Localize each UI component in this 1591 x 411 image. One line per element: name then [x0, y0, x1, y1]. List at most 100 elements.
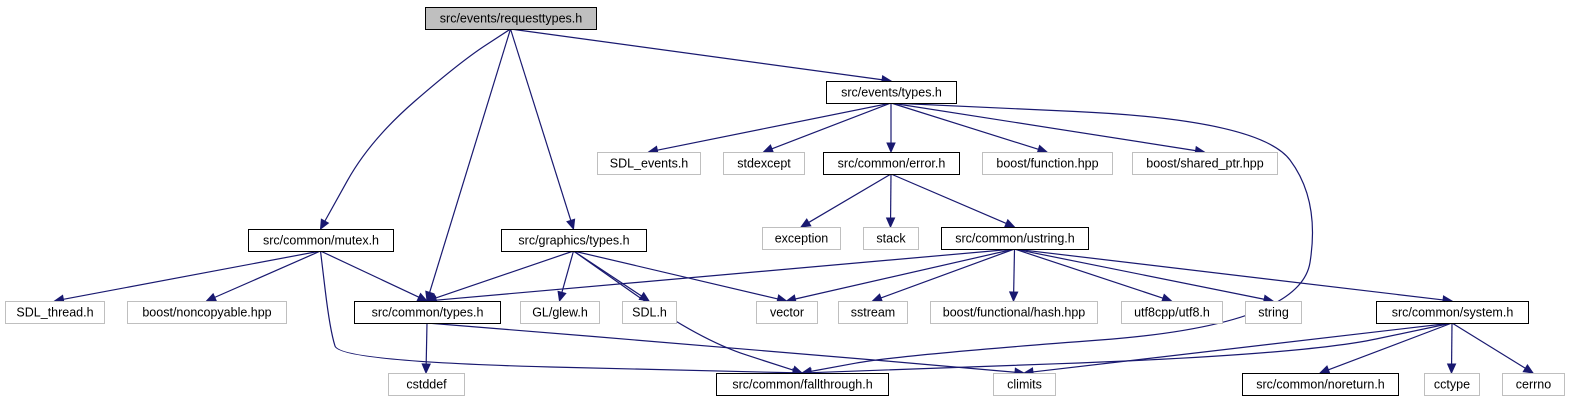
node-box [622, 301, 677, 324]
edge-requesttypes-to-mutex [319, 28, 511, 231]
edge-line [1013, 248, 1016, 293]
edge-line [573, 250, 778, 300]
edge-line [1014, 248, 1444, 301]
node-sdl: SDL.h [622, 301, 677, 324]
node-box [1376, 301, 1529, 324]
node-box [716, 373, 889, 396]
node-glew: GL/glew.h [520, 301, 600, 324]
node-box [1132, 152, 1278, 175]
edge-line [1032, 322, 1453, 373]
arrowhead-icon [319, 218, 330, 231]
edge-line [890, 102, 1039, 150]
edge-ustring-to-common_types [425, 248, 1015, 305]
node-label: src/graphics/types.h [518, 234, 629, 248]
node-label: vector [770, 306, 804, 320]
arrowhead-icon [1008, 291, 1019, 303]
node-box [1242, 373, 1399, 396]
arrowhead-icon [886, 142, 896, 154]
edge-line [426, 322, 1016, 373]
arrowhead-icon [762, 144, 775, 154]
node-string: string [1245, 301, 1302, 324]
node-label: src/common/ustring.h [955, 232, 1075, 246]
node-common_types[interactable]: src/common/types.h [354, 301, 501, 324]
arrowhead-icon [425, 290, 435, 303]
node-sstream: sstream [838, 301, 908, 324]
arrowhead-icon [557, 290, 567, 303]
edge-line [429, 28, 512, 293]
node-box [723, 152, 805, 175]
node-box [982, 152, 1113, 175]
edge-ustring-to-utf8 [1014, 248, 1173, 303]
edge-line [509, 28, 572, 221]
edge-line [214, 250, 321, 298]
edge-line [324, 28, 511, 222]
edge-line [810, 102, 1314, 372]
edge-ustring-to-system [1014, 248, 1454, 305]
node-label: SDL_events.h [610, 157, 689, 171]
node-box [520, 301, 600, 324]
node-box [425, 7, 597, 30]
node-mutex[interactable]: src/common/mutex.h [248, 229, 394, 252]
node-box [354, 301, 501, 324]
edge-ustring-to-boost_hash [1008, 248, 1019, 303]
node-box [823, 152, 960, 175]
edge-line [880, 248, 1015, 299]
node-ustring[interactable]: src/common/ustring.h [941, 227, 1089, 250]
node-utf8: utf8cpp/utf8.h [1121, 301, 1223, 324]
node-exception: exception [762, 227, 841, 250]
node-sdl_thread: SDL_thread.h [5, 301, 105, 324]
node-box [756, 301, 818, 324]
node-label: src/common/types.h [372, 306, 484, 320]
edge-line [1451, 322, 1526, 369]
node-box [1121, 301, 1223, 324]
node-boost_function: boost/function.hpp [982, 152, 1113, 175]
edge-ustring-to-sstream [871, 248, 1015, 303]
node-label: exception [775, 232, 829, 246]
node-box [838, 301, 908, 324]
edge-line [808, 173, 892, 223]
node-label: climits [1007, 378, 1042, 392]
node-box [127, 301, 287, 324]
edge-events_types-to-boost_function [890, 102, 1049, 154]
node-stdexcept: stdexcept [723, 152, 805, 175]
edges-layer [53, 28, 1535, 378]
node-system[interactable]: src/common/system.h [1376, 301, 1529, 324]
node-noreturn[interactable]: src/common/noreturn.h [1242, 373, 1399, 396]
node-events_types[interactable]: src/events/types.h [826, 81, 957, 104]
edge-common_types-to-cstddef [421, 322, 431, 375]
node-box [248, 229, 394, 252]
node-label: cerrno [1516, 378, 1551, 392]
node-label: src/common/noreturn.h [1256, 378, 1385, 392]
edge-system-to-climits [1022, 322, 1453, 377]
node-requesttypes[interactable]: src/events/requesttypes.h [425, 7, 597, 30]
edge-requesttypes-to-events_types [510, 28, 893, 85]
node-error[interactable]: src/common/error.h [823, 152, 960, 175]
node-label: cctype [1434, 378, 1470, 392]
node-fallthrough[interactable]: src/common/fallthrough.h [716, 373, 889, 396]
node-label: src/common/error.h [838, 157, 946, 171]
edge-error-to-exception [799, 173, 892, 228]
node-climits: climits [993, 373, 1056, 396]
node-label: sstream [851, 306, 895, 320]
edge-graphics_types-to-vector [573, 250, 788, 304]
node-vector: vector [756, 301, 818, 324]
edge-ustring-to-vector [785, 248, 1015, 304]
edge-line [425, 322, 428, 365]
node-graphics_types[interactable]: src/graphics/types.h [501, 229, 647, 252]
arrowhead-icon [1522, 363, 1535, 374]
node-label: boost/functional/hash.hpp [943, 306, 1086, 320]
arrowhead-icon [421, 363, 431, 375]
edge-line [795, 248, 1015, 300]
arrowhead-icon [1160, 293, 1173, 303]
node-label: SDL_thread.h [16, 306, 93, 320]
node-label: src/common/fallthrough.h [732, 378, 872, 392]
arrowhead-icon [1003, 218, 1016, 228]
edge-system-to-fallthrough [800, 322, 1453, 378]
node-boost_shared_ptr: boost/shared_ptr.hpp [1132, 152, 1278, 175]
arrowhead-icon [1446, 363, 1457, 375]
edge-requesttypes-to-common_types [425, 28, 512, 303]
node-box [5, 301, 105, 324]
edge-line [319, 250, 794, 374]
node-box [930, 301, 1098, 324]
